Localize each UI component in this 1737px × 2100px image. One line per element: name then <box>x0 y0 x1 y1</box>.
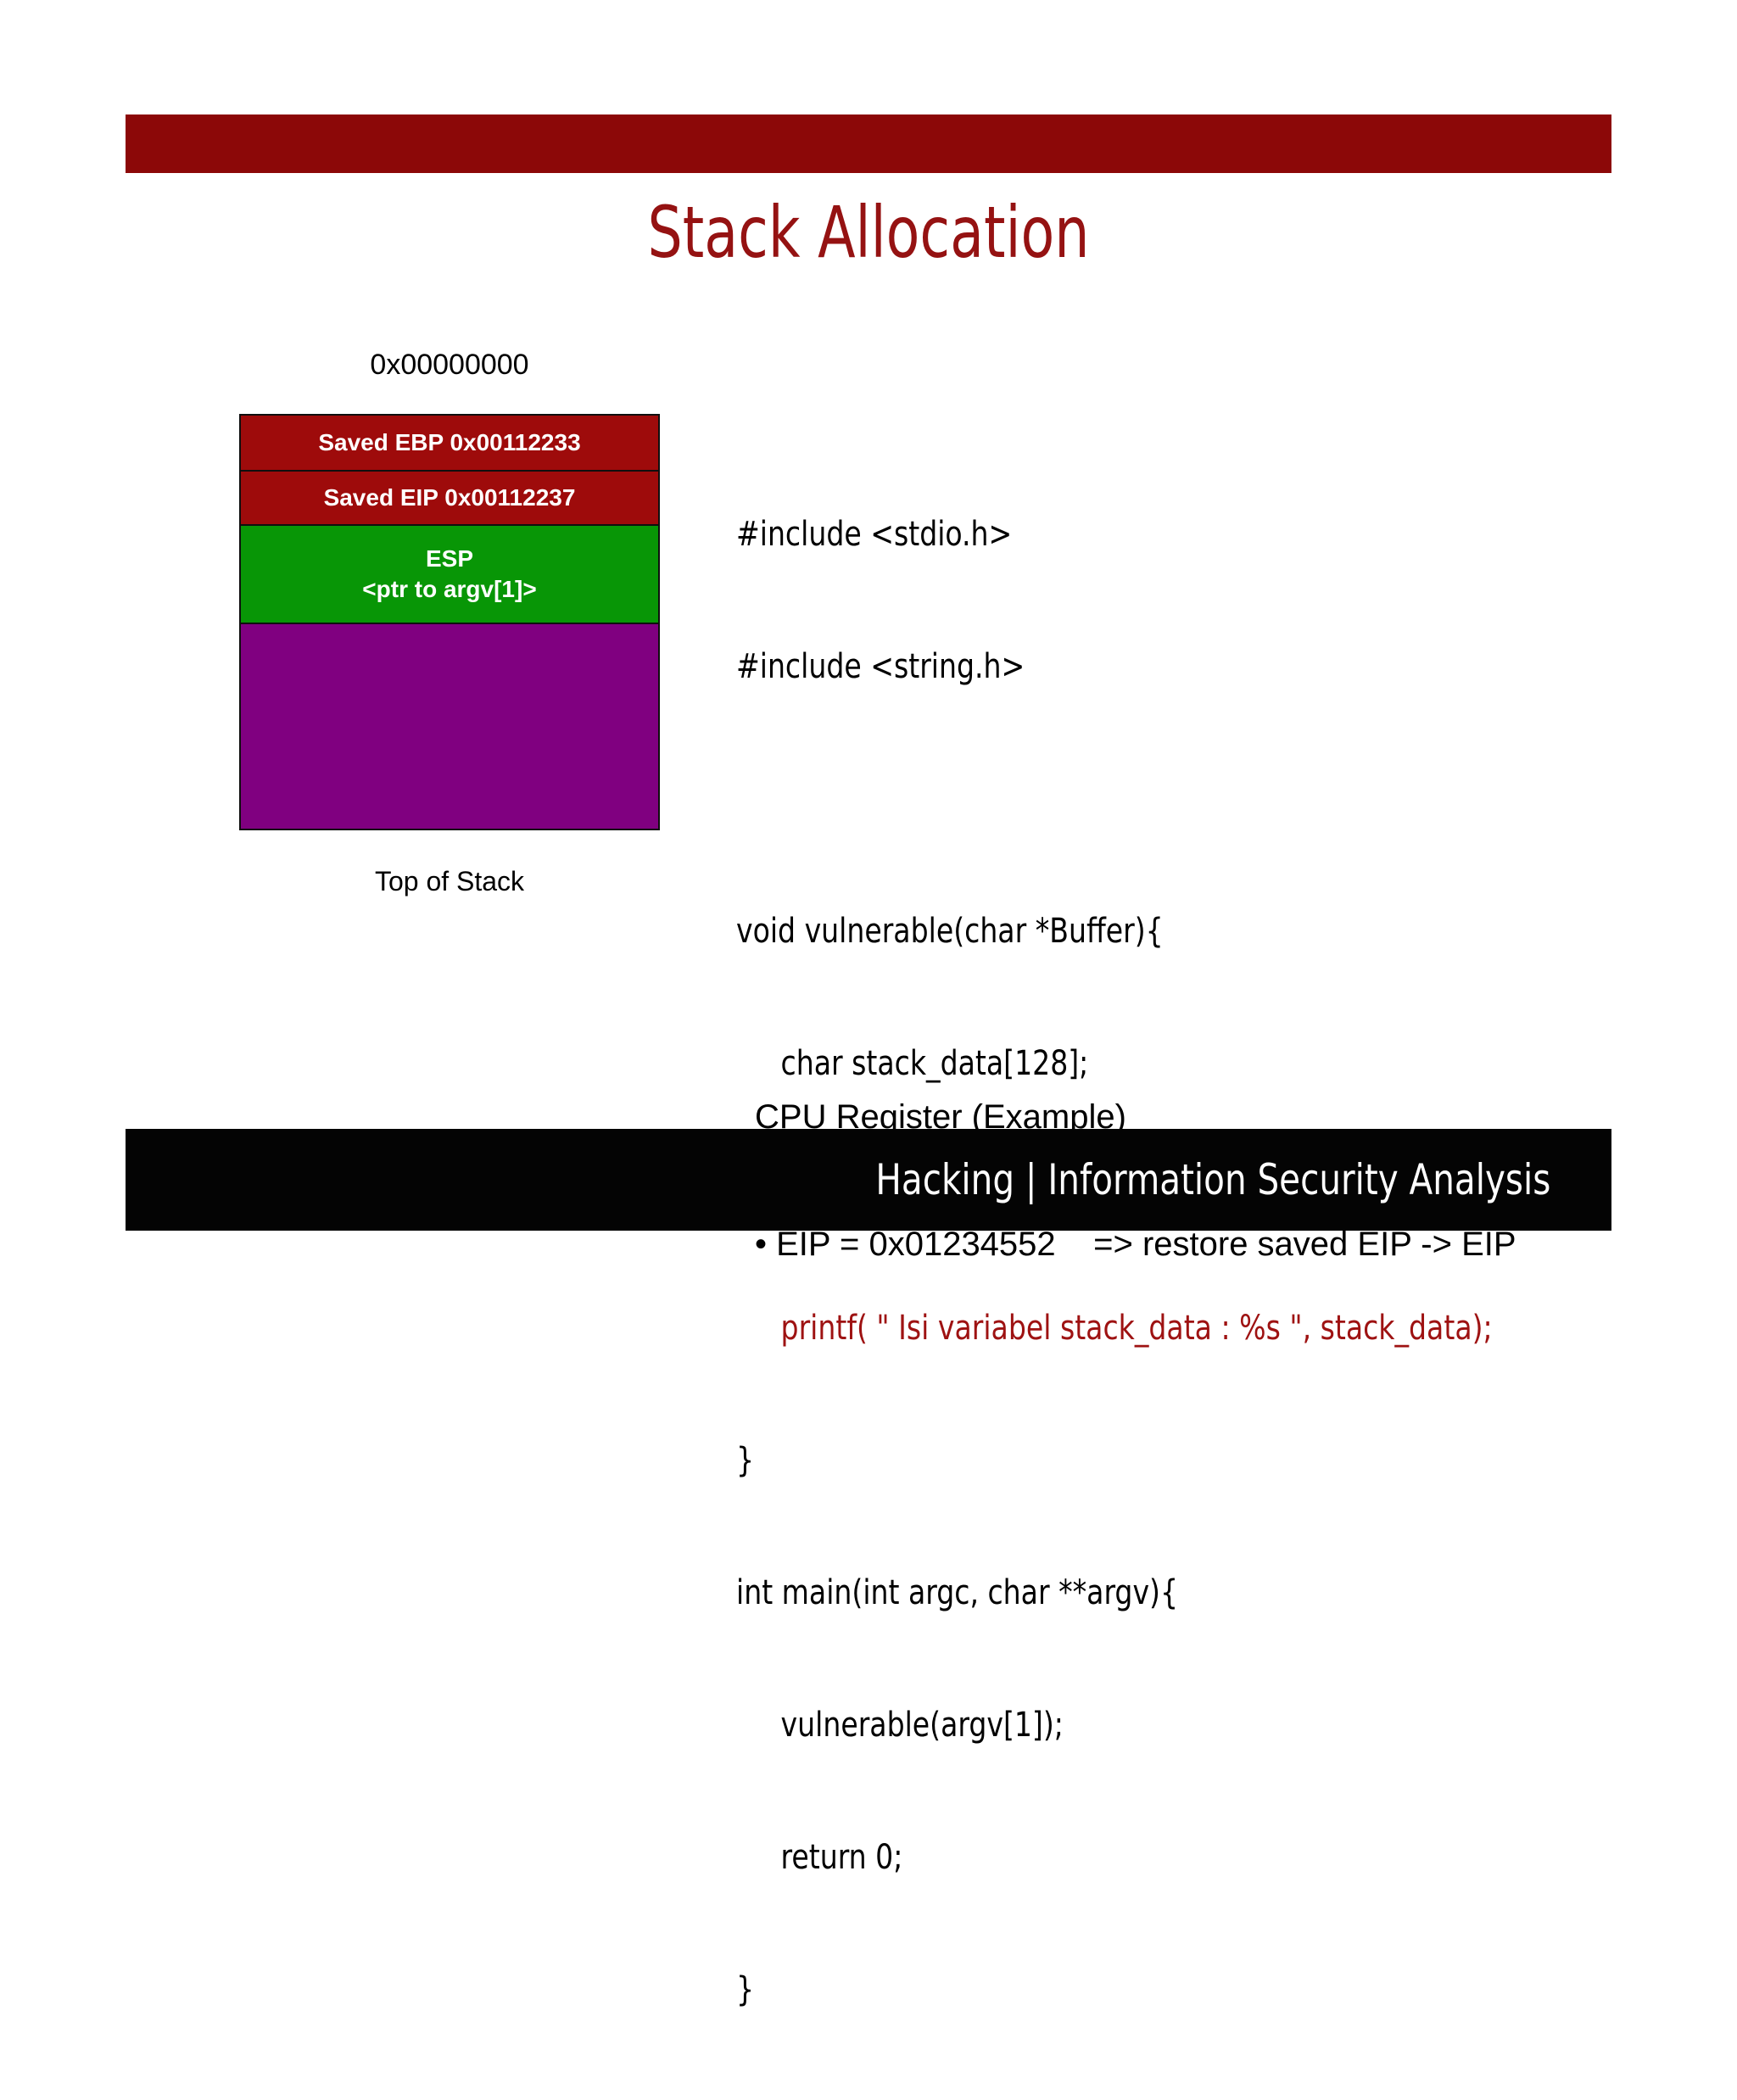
code-line: #include <string.h> <box>736 647 1025 686</box>
footer-bar: Hacking | Information Security Analysis <box>126 1129 1611 1231</box>
stack-top-address-label: 0x00000000 <box>370 349 529 381</box>
cpu-register-block: CPU Register (Example) • EIP = 0x0123455… <box>755 1011 1662 1350</box>
stack-cell-esp-label: ESP <ptr to argv[1]> <box>362 544 536 605</box>
code-line: void vulnerable(char *Buffer){ <box>736 912 1164 951</box>
stack-cell-esp: ESP <ptr to argv[1]> <box>241 526 658 624</box>
cpu-register-bullet-eip: • EIP = 0x01234552 => restore saved EIP … <box>755 1226 1516 1263</box>
page-title: Stack Allocation <box>647 191 1090 274</box>
code-line: #include <stdio.h> <box>736 515 1013 554</box>
stack-cell-esp-line2: <ptr to argv[1]> <box>362 576 537 602</box>
stack-cells-container: Saved EBP 0x00112233 Saved EIP 0x0011223… <box>239 414 660 830</box>
stack-cell-saved-ebp: Saved EBP 0x00112233 <box>241 416 658 472</box>
code-line: return 0; <box>736 1838 903 1877</box>
code-line: vulnerable(argv[1]); <box>736 1706 1064 1745</box>
stack-cell-saved-ebp-label: Saved EBP 0x00112233 <box>318 429 581 455</box>
code-line: char stack_data[128]; <box>736 1044 1089 1083</box>
stack-diagram: 0x00000000 Saved EBP 0x00112233 Saved EI… <box>239 348 660 898</box>
stack-cell-saved-eip: Saved EIP 0x00112237 <box>241 472 658 526</box>
footer-text: Hacking | Information Security Analysis <box>875 1155 1550 1204</box>
top-accent-bar <box>126 114 1611 173</box>
code-line: } <box>736 1970 755 2009</box>
slide-canvas: Stack Allocation 0x00000000 Saved EBP 0x… <box>126 114 1611 2009</box>
code-line: int main(int argc, char **argv){ <box>736 1573 1179 1612</box>
stack-cell-esp-line1: ESP <box>425 545 473 572</box>
code-line: } <box>736 1441 755 1480</box>
stack-cell-free-space <box>241 624 658 829</box>
stack-cell-saved-eip-label: Saved EIP 0x00112237 <box>323 484 576 511</box>
code-line-printf-highlight: printf( " Isi variabel stack_data : %s "… <box>736 1309 1493 1348</box>
code-line-blank <box>736 777 1595 821</box>
stack-bottom-label: Top of Stack <box>374 866 525 896</box>
